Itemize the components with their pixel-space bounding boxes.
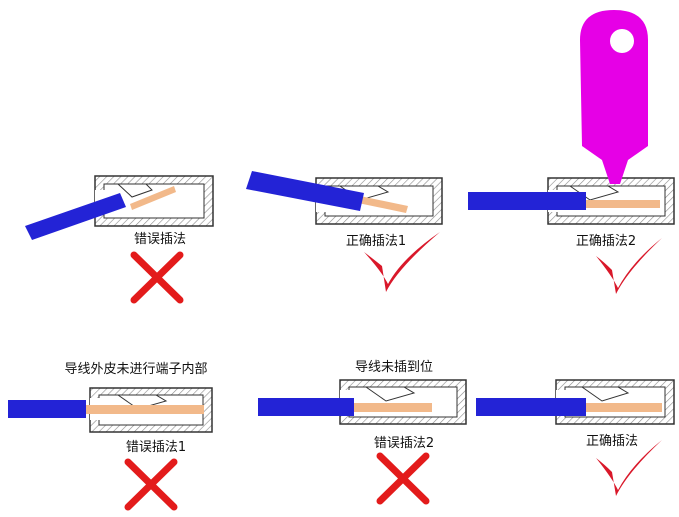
panel-note: 导线外皮未进行端子内部 xyxy=(64,362,208,377)
terminal-housing xyxy=(94,175,214,227)
panel-caption: 正确插法 xyxy=(585,434,639,449)
panel-caption: 正确插法2 xyxy=(575,234,637,249)
red-check-icon xyxy=(596,238,662,294)
conductor xyxy=(84,405,204,414)
wire-insulation xyxy=(246,171,364,211)
wire-insulation xyxy=(468,192,586,210)
red-cross-icon xyxy=(124,458,178,511)
wire-insulation xyxy=(258,398,354,416)
terminal-housing xyxy=(339,379,467,425)
conductor xyxy=(352,403,432,412)
conductor xyxy=(584,200,660,208)
red-check-icon xyxy=(596,440,662,496)
panel-top-right xyxy=(468,10,675,225)
panel-caption: 正确插法1 xyxy=(345,234,407,249)
conductor xyxy=(130,186,176,210)
conductor xyxy=(582,403,662,412)
panel-top-left xyxy=(25,175,214,240)
panel-bottom-left xyxy=(8,387,213,433)
conductor xyxy=(358,196,408,213)
panel-caption: 错误插法1 xyxy=(125,440,187,455)
red-check-icon xyxy=(364,232,440,292)
red-cross-icon xyxy=(130,251,184,304)
panel-note: 导线未插到位 xyxy=(354,360,434,375)
panel-top-middle xyxy=(246,171,443,225)
wire-insulation xyxy=(476,398,586,416)
wire-insulation xyxy=(8,400,86,418)
panel-bottom-middle xyxy=(258,379,467,425)
wire-insulation xyxy=(25,193,126,240)
red-cross-icon xyxy=(376,452,430,505)
panel-caption: 错误插法2 xyxy=(373,436,435,451)
panel-bottom-right xyxy=(476,379,675,425)
magenta-probe-icon xyxy=(580,10,648,184)
panel-caption: 错误插法 xyxy=(133,232,187,247)
